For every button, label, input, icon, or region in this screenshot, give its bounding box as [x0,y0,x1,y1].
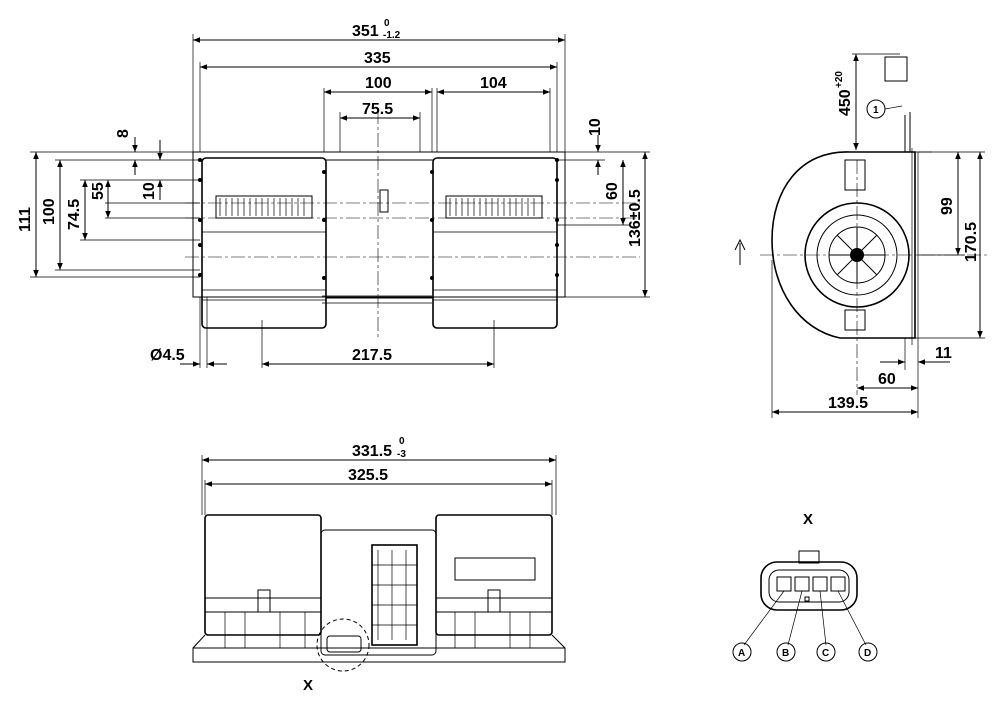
dim-11: 11 [935,345,952,362]
left-impeller-window [215,195,313,219]
right-impeller-window [445,195,543,219]
motor-connector [379,189,389,213]
side-view: 450 +20 1 99 170.5 11 60 139.5 [734,53,990,418]
pin-c-callout [816,642,836,662]
detail-x-circle [316,618,370,672]
dim-10-left: 10 [141,182,158,200]
dim-hole-diameter: Ø4.5 [150,347,185,364]
dim-75-5: 75.5 [362,101,393,118]
pin-c [812,576,828,592]
dim-cable-450-tol: +20 [834,71,845,88]
connector-housing [760,561,858,611]
bottom-left-clip [257,589,271,613]
motor-bracket [325,159,434,299]
top-clip [844,159,866,191]
dim-170-5: 170.5 [963,222,980,262]
dim-cable-450: 450 [837,89,854,116]
dim-139-5: 139.5 [828,395,868,412]
dim-351-tol-upper: 0 [384,18,390,29]
dim-100: 100 [365,75,392,92]
dim-331-5-tol-upper: 0 [399,436,405,447]
dim-351: 351 [352,23,379,40]
impeller-blades [219,198,535,216]
dim-99: 99 [939,197,956,215]
mounting-plate-outline [192,151,566,298]
airflow-arrow [734,238,746,265]
bottom-plug [326,635,362,653]
pin-b [794,576,810,592]
dim-351-tol-lower: -1.2 [383,30,401,41]
front-view: 351 0 -1.2 335 100 104 75.5 111 100 74.5… [17,18,650,368]
connector-latch [798,550,820,564]
right-blower-housing [432,157,558,329]
label-area [454,557,536,581]
bottom-left-housing [204,514,322,636]
dim-104: 104 [480,75,507,92]
left-blower-housing [201,157,327,329]
dim-55: 55 [90,182,107,200]
pin-a-label: A [738,648,745,659]
dim-331-5: 331.5 [352,443,392,460]
dim-136: 136±0.5 [627,189,644,247]
pin-b-callout [776,642,796,662]
dim-331-5-tol-lower: -3 [397,449,406,460]
detail-x-title: X [803,511,813,528]
dim-100-vertical: 100 [41,198,58,225]
dim-60-front: 60 [604,182,621,200]
connector-detail: X A B C D [732,511,878,662]
bottom-right-clip [487,589,501,613]
bottom-view: X 331.5 0 -3 325.5 [192,436,566,694]
mounting-holes [198,158,559,280]
bottom-motor-body [320,529,437,656]
dim-217-5: 217.5 [352,347,392,364]
pin-d [830,576,846,592]
bottom-flange [192,647,566,663]
dim-60-side: 60 [878,371,896,388]
pin-c-label: C [822,648,829,659]
dim-74-5: 74.5 [66,199,83,230]
pin-d-callout [858,642,878,662]
scroll-housing [771,151,916,339]
bottom-motor-connector [371,544,418,646]
bottom-clip [844,309,866,331]
dim-10-right: 10 [587,118,604,136]
dim-8: 8 [115,129,132,138]
dim-111: 111 [17,207,34,232]
dim-335: 335 [364,50,391,67]
pin-b-label: B [782,648,789,659]
detail-x-marker: X [303,677,313,694]
cable-connector [884,56,908,82]
callout-1: 1 [873,105,879,116]
dim-325-5: 325.5 [348,467,388,484]
pin-d-label: D [864,648,871,659]
pin-a-callout [732,642,752,662]
pin-a [776,576,792,592]
